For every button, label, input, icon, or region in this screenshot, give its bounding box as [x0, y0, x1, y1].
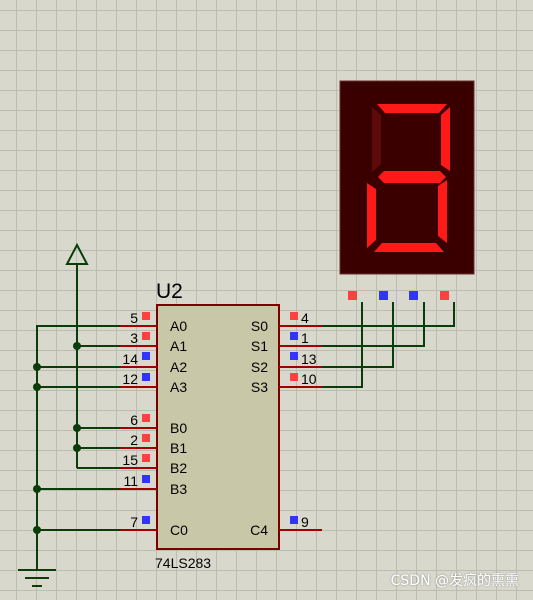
pin-name: C4 — [250, 522, 268, 538]
segment-d — [374, 243, 444, 252]
seven-segment-display — [339, 80, 475, 275]
pin-number: 3 — [130, 330, 138, 346]
segment-c — [438, 180, 447, 243]
watermark: CSDN @发疯的熏熏 — [390, 573, 519, 589]
pin-number: 1 — [301, 330, 309, 346]
pin-number: 14 — [122, 351, 138, 367]
pin-name: B3 — [170, 481, 187, 497]
pin-number: 2 — [130, 432, 138, 448]
pin-name: C0 — [170, 522, 188, 538]
segment-e — [367, 183, 376, 248]
pin-number: 11 — [123, 473, 138, 489]
left-pin-lines — [120, 325, 157, 531]
pin-name: S1 — [251, 338, 268, 354]
pin-name: A3 — [170, 379, 187, 395]
chip-part-label: 74LS283 — [155, 555, 211, 571]
segment-a — [377, 104, 447, 113]
chip-body — [156, 304, 280, 550]
pin-name: S2 — [251, 359, 268, 375]
segment-g — [378, 171, 446, 183]
pin-name: B2 — [170, 460, 187, 476]
display-input-indicators — [348, 291, 449, 300]
chip-refdes-label: U2 — [156, 280, 183, 303]
segment-b — [441, 107, 450, 171]
pin-number: 5 — [130, 310, 138, 326]
right-pin-state-indicators — [290, 312, 298, 524]
pin-number: 9 — [301, 514, 309, 530]
right-pin-names: S0 S1 S2 S3 C4 — [250, 318, 268, 538]
pin-name: A2 — [170, 359, 187, 375]
junction-dots — [33, 342, 81, 534]
pin-name: S3 — [251, 379, 268, 395]
pin-name: B0 — [170, 420, 187, 436]
pin-number: 12 — [122, 371, 138, 387]
left-pin-state-indicators — [142, 312, 150, 524]
pin-number: 7 — [130, 514, 138, 530]
right-pin-lines — [279, 325, 322, 531]
power-arrow-icon — [65, 242, 89, 265]
pin-name: A1 — [170, 338, 187, 354]
left-pin-numbers: 5 3 14 12 6 2 15 11 7 — [122, 310, 138, 530]
pin-name: B1 — [170, 440, 187, 456]
left-pin-names: A0 A1 A2 A3 B0 B1 B2 B3 C0 — [170, 318, 188, 538]
pin-number: 4 — [301, 310, 309, 326]
output-wires — [322, 302, 455, 388]
pin-number: 15 — [122, 452, 138, 468]
right-pin-numbers: 4 1 13 10 9 — [301, 310, 317, 530]
pin-number: 10 — [301, 371, 317, 387]
segment-f — [372, 107, 381, 172]
pin-name: A0 — [170, 318, 187, 334]
pin-number: 13 — [301, 351, 317, 367]
pin-name: S0 — [251, 318, 268, 334]
left-input-wires — [37, 325, 120, 531]
pin-number: 6 — [130, 412, 138, 428]
ground-icon — [18, 569, 56, 587]
